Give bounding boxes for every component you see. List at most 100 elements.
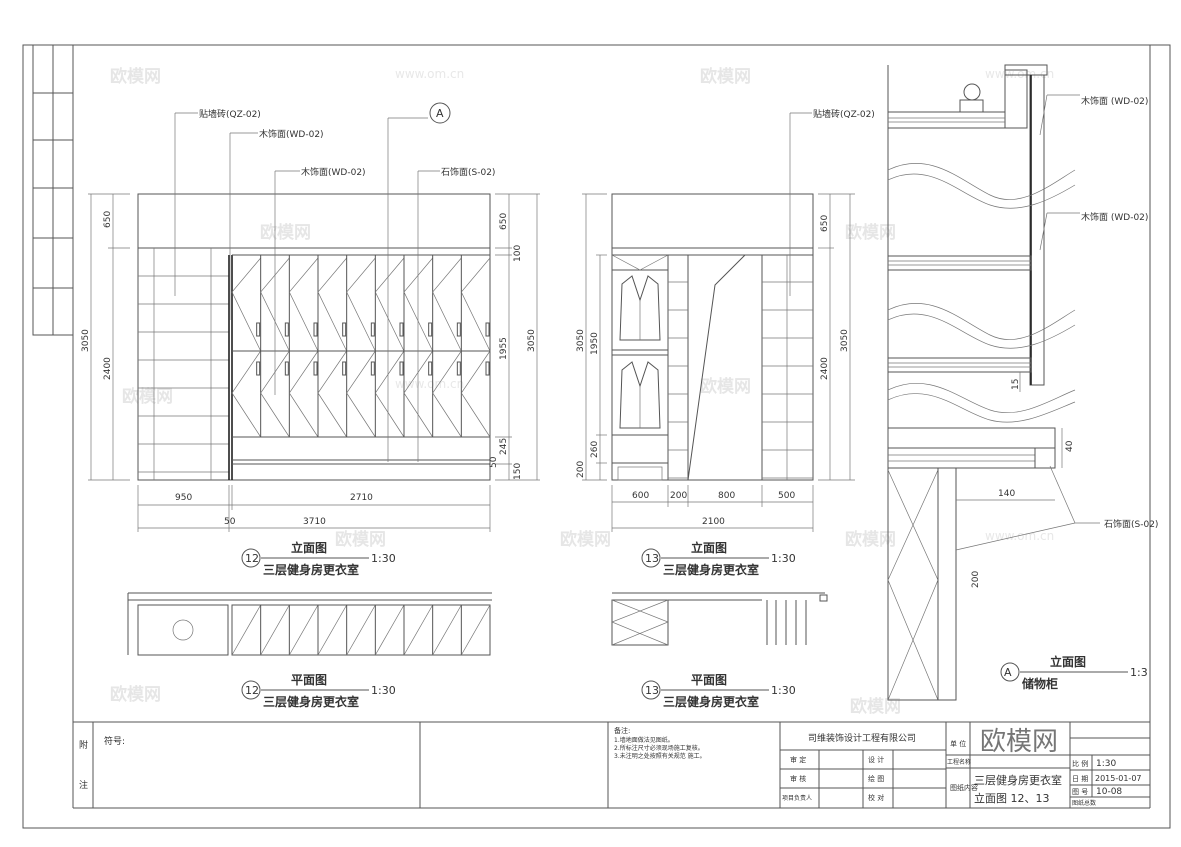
door-handle xyxy=(313,322,318,337)
door-swing-mark xyxy=(432,604,462,656)
company-name: 司维装饰设计工程有限公司 xyxy=(808,732,916,744)
watermark-logo: 欧模网 xyxy=(845,529,896,550)
watermark-logo: 欧模网 xyxy=(700,376,751,397)
door-swing-mark xyxy=(374,350,405,438)
date-value: 2015-01-07 xyxy=(1095,774,1142,783)
watermark-logo: 欧模网 xyxy=(850,696,901,717)
door-handle xyxy=(342,361,347,376)
drawing-scale: 1:30 xyxy=(771,552,796,565)
door-swing-mark xyxy=(403,350,433,438)
side-label: 注 xyxy=(79,779,88,791)
dim-text: 3710 xyxy=(303,517,326,527)
door-swing-mark xyxy=(317,350,347,438)
content-label: 图纸内容 xyxy=(950,783,978,792)
door-handle xyxy=(370,361,375,376)
section-mark-label: A xyxy=(436,107,444,120)
door-swing-mark xyxy=(288,350,319,438)
dim-text: 800 xyxy=(718,491,735,501)
door-handle xyxy=(370,322,375,337)
door-handle xyxy=(342,322,347,337)
door-swing-mark xyxy=(375,604,405,656)
sheet-border xyxy=(22,44,1171,829)
door-swing-mark xyxy=(403,604,433,656)
drawing-number-circle xyxy=(241,548,261,568)
title-block: 附 注 符号: 备注: 1.墙地面做法见图纸。 2.所标注尺寸必须现场施工复核。… xyxy=(73,721,1150,808)
dim-text: 40 xyxy=(1065,440,1075,452)
drawing-number: 12 xyxy=(245,552,259,565)
notes-title: 备注: xyxy=(614,726,630,735)
door-swing-mark xyxy=(460,350,491,438)
dim-text: 2710 xyxy=(350,493,373,503)
dim-text: 200 xyxy=(971,571,981,588)
drawing-scale: 1:30 xyxy=(371,684,396,697)
side-label: 附 xyxy=(79,739,88,751)
dim-text: 100 xyxy=(513,245,523,262)
dim-text: 50 xyxy=(224,517,236,527)
drawing-number-circle xyxy=(241,680,261,700)
drawing-no-value: 10-08 xyxy=(1096,787,1122,797)
jacket-icon xyxy=(619,275,661,341)
dim-text: 2100 xyxy=(702,517,725,527)
door-swing-mark xyxy=(231,350,261,438)
dim-text: 2400 xyxy=(103,357,113,380)
drawing-scale: 1:30 xyxy=(371,552,396,565)
drawing-content: 三层健身房更衣室 xyxy=(974,773,1062,787)
role-label: 项目负责人 xyxy=(782,794,812,802)
door-swing-mark xyxy=(461,604,491,656)
dim-text: 3050 xyxy=(81,329,91,352)
door-handle xyxy=(399,361,404,376)
drawing-number: 12 xyxy=(245,684,259,697)
door-handle xyxy=(428,361,433,376)
room-name: 储物柜 xyxy=(1022,676,1058,691)
drawing-no-label: 图 号 xyxy=(1072,788,1088,796)
door-handle xyxy=(428,322,433,337)
role-label: 审 定 xyxy=(790,755,806,764)
drawing-content: 立面图 12、13 xyxy=(974,791,1050,805)
door-swing-mark xyxy=(432,257,462,352)
drawing-scale: 1:30 xyxy=(771,684,796,697)
plant-icon xyxy=(172,619,194,641)
door-handle xyxy=(256,322,261,337)
dim-text: 245 xyxy=(499,438,509,455)
door-swing-mark xyxy=(317,257,347,352)
watermark-logo: 欧模网 xyxy=(980,727,1058,757)
door-swing-mark xyxy=(432,350,462,438)
elevation-13: 贴墙砖(QZ-02) 3050 1950 260 200 650 2400 30… xyxy=(576,108,875,532)
note-line: 1.墙地面做法见图纸。 xyxy=(614,736,674,744)
room-name: 三层健身房更衣室 xyxy=(263,694,359,709)
callout-wood-finish: 木饰面(WD-02) xyxy=(259,128,324,140)
role-label: 审 核 xyxy=(790,774,806,783)
watermark-logo: 欧模网 xyxy=(260,222,311,243)
dim-text: 3050 xyxy=(840,329,850,352)
dim-text: 15 xyxy=(1011,379,1021,390)
symbol-label: 符号: xyxy=(104,735,125,747)
door-swing-mark xyxy=(460,257,491,352)
door-handle xyxy=(456,361,461,376)
drawing-name: 立面图 xyxy=(291,540,327,555)
role-label: 设 计 xyxy=(868,755,884,764)
dim-text: 950 xyxy=(175,493,192,503)
door-swing-mark xyxy=(260,350,290,438)
callout-wood-finish: 木饰面(WD-02) xyxy=(301,166,366,178)
dim-text: 1955 xyxy=(499,337,509,360)
drawing-name: 平面图 xyxy=(691,673,727,687)
drawing-number: 13 xyxy=(645,684,659,697)
jacket-icon xyxy=(619,361,661,429)
door-swing-mark xyxy=(231,604,261,656)
total-label: 图纸总数 xyxy=(1072,799,1096,807)
dim-text: 500 xyxy=(778,491,795,501)
watermark-logo: 欧模网 xyxy=(560,529,611,550)
door-handle xyxy=(284,361,289,376)
date-label: 日 期 xyxy=(1072,775,1088,783)
door-swing-mark xyxy=(231,257,261,352)
door-swing-mark xyxy=(403,257,433,352)
role-label: 绘 图 xyxy=(868,774,884,783)
door-swing-mark xyxy=(317,604,347,656)
dim-text: 3050 xyxy=(527,329,537,352)
callout-wood-finish: 木饰面 (WD-02) xyxy=(1081,95,1148,107)
dim-text: 2400 xyxy=(820,357,830,380)
scale-label: 比 例 xyxy=(1072,759,1088,768)
door-handle xyxy=(485,361,490,376)
note-line: 2.所标注尺寸必须现场施工复核。 xyxy=(614,744,704,752)
